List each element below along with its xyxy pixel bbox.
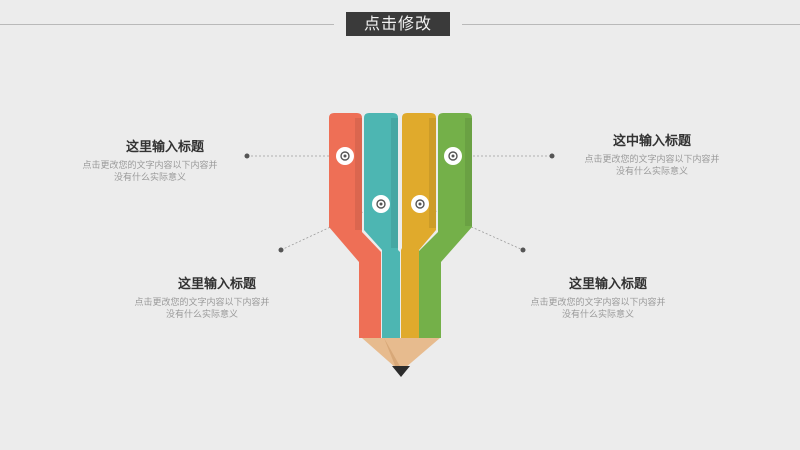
item-desc-line[interactable]: 没有什么实际意义 [113, 173, 186, 183]
item-bottom-right: 这里输入标题 点击更改您的文字内容以下内容并 没有什么实际意义 [518, 273, 678, 321]
strip-green [418, 113, 472, 338]
item-title[interactable]: 这里输入标题 [568, 277, 647, 292]
pencil-wood [362, 338, 440, 368]
strip-yellow [401, 113, 436, 338]
marker-bottom-right[interactable] [411, 195, 429, 213]
marker-top-left[interactable] [336, 147, 354, 165]
item-bottom-left: 这里输入标题 点击更改您的文字内容以下内容并 没有什么实际意义 [122, 273, 282, 321]
item-desc-line[interactable]: 没有什么实际意义 [561, 310, 634, 320]
connector-dot-bottom-left [278, 247, 284, 253]
item-title[interactable]: 这里输入标题 [177, 277, 256, 292]
pencil-tip [392, 366, 410, 377]
item-desc-line[interactable]: 没有什么实际意义 [615, 167, 688, 177]
connector-dot-top-right [549, 153, 555, 159]
connector-dot-bottom-right [520, 247, 526, 253]
item-desc-line[interactable]: 点击更改您的文字内容以下内容并 [82, 161, 218, 171]
item-top-right: 这中输入标题 点击更改您的文字内容以下内容并 没有什么实际意义 [572, 130, 732, 178]
strip-orange [329, 113, 381, 338]
connector-dot-top-left [244, 153, 250, 159]
header-line-right [462, 24, 800, 25]
item-top-left: 这里输入标题 点击更改您的文字内容以下内容并 没有什么实际意义 [70, 136, 230, 184]
item-title[interactable]: 这中输入标题 [612, 134, 691, 149]
item-desc-line[interactable]: 点击更改您的文字内容以下内容并 [530, 298, 666, 308]
item-desc-line[interactable]: 没有什么实际意义 [165, 310, 238, 320]
marker-top-right[interactable] [444, 147, 462, 165]
item-desc-line[interactable]: 点击更改您的文字内容以下内容并 [584, 155, 720, 165]
strip-teal [364, 113, 400, 338]
marker-bottom-left[interactable] [372, 195, 390, 213]
item-desc-line[interactable]: 点击更改您的文字内容以下内容并 [134, 298, 270, 308]
item-title[interactable]: 这里输入标题 [125, 140, 204, 155]
header-line-left [0, 24, 334, 25]
header-title[interactable]: 点击修改 [346, 12, 450, 36]
